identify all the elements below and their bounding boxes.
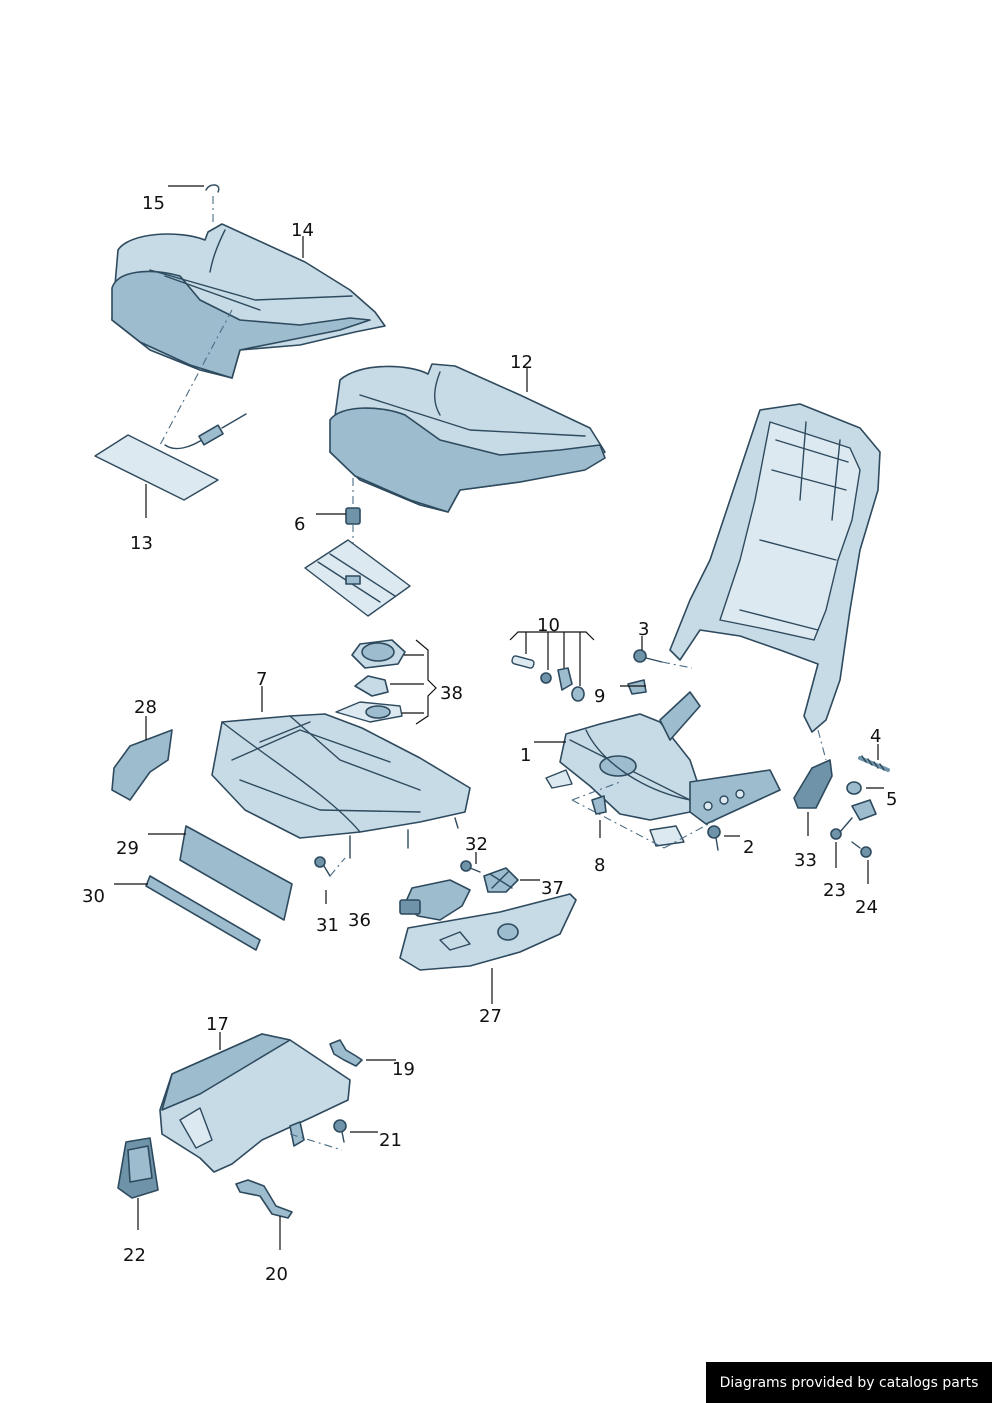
callout-38: 38 bbox=[440, 683, 463, 704]
part-36-switch[interactable] bbox=[399, 879, 471, 921]
part-7-seat-pan[interactable] bbox=[211, 713, 471, 859]
callout-37: 37 bbox=[541, 878, 564, 899]
callout-28: 28 bbox=[134, 697, 157, 718]
part-24-screw[interactable] bbox=[851, 841, 872, 858]
callout-1: 1 bbox=[520, 745, 531, 766]
callout-10: 10 bbox=[537, 615, 560, 636]
callout-23: 23 bbox=[823, 880, 846, 901]
callout-17: 17 bbox=[206, 1014, 229, 1035]
part-28-side-trim[interactable] bbox=[111, 729, 173, 801]
callout-9: 9 bbox=[594, 686, 605, 707]
callout-31: 31 bbox=[316, 915, 339, 936]
callout-2: 2 bbox=[743, 837, 754, 858]
part-17-storage-box[interactable] bbox=[159, 1033, 351, 1173]
part-30-strip[interactable] bbox=[145, 875, 261, 951]
part-13-heating-mat[interactable] bbox=[94, 413, 247, 501]
callout-24: 24 bbox=[855, 897, 878, 918]
callout-27: 27 bbox=[479, 1006, 502, 1027]
part-14-seat-cover[interactable] bbox=[111, 223, 386, 379]
callout-labels: 15 14 12 13 6 10 3 7 38 9 28 4 1 5 29 32… bbox=[82, 193, 897, 1285]
callout-6: 6 bbox=[294, 514, 305, 535]
part-12-seat-cushion[interactable] bbox=[329, 363, 606, 513]
callout-4: 4 bbox=[870, 726, 881, 747]
callout-36: 36 bbox=[348, 910, 371, 931]
callout-12: 12 bbox=[510, 352, 533, 373]
callout-29: 29 bbox=[116, 838, 139, 859]
callout-32: 32 bbox=[465, 834, 488, 855]
seat-rail-segment bbox=[304, 539, 411, 617]
part-31-screw[interactable] bbox=[314, 856, 331, 877]
part-4-spring[interactable] bbox=[858, 755, 890, 772]
backrest-frame bbox=[669, 403, 881, 733]
part-8-clip[interactable] bbox=[591, 795, 607, 815]
part-2-bolt[interactable] bbox=[707, 825, 721, 851]
part-9-clip[interactable] bbox=[627, 679, 647, 695]
callout-20: 20 bbox=[265, 1264, 288, 1285]
callout-22: 22 bbox=[123, 1245, 146, 1266]
callout-3: 3 bbox=[638, 619, 649, 640]
catalog-attribution-footer: Diagrams provided by catalogs parts bbox=[706, 1362, 992, 1403]
part-23-clamp[interactable] bbox=[830, 799, 877, 840]
callout-21: 21 bbox=[379, 1130, 402, 1151]
callout-7: 7 bbox=[256, 669, 267, 690]
callout-13: 13 bbox=[130, 533, 153, 554]
leader-lines bbox=[114, 185, 884, 1250]
part-22-cover[interactable] bbox=[117, 1137, 159, 1199]
part-3-bolt[interactable] bbox=[633, 649, 663, 663]
callout-14: 14 bbox=[291, 220, 314, 241]
callout-33: 33 bbox=[794, 850, 817, 871]
part-19-bracket[interactable] bbox=[329, 1039, 363, 1067]
part-32-screw[interactable] bbox=[460, 860, 481, 873]
part-27-side-panel[interactable] bbox=[399, 893, 577, 971]
part-1-seat-frame[interactable] bbox=[545, 691, 781, 847]
callout-30: 30 bbox=[82, 886, 105, 907]
callout-19: 19 bbox=[392, 1059, 415, 1080]
part-5-nut[interactable] bbox=[846, 781, 862, 795]
part-21-bolt[interactable] bbox=[333, 1119, 347, 1143]
callout-5: 5 bbox=[886, 789, 897, 810]
callout-15: 15 bbox=[142, 193, 165, 214]
part-20-bracket[interactable] bbox=[235, 1179, 293, 1219]
part-37-switch-knob[interactable] bbox=[483, 867, 519, 893]
part-10-pins[interactable] bbox=[511, 655, 585, 702]
callout-8: 8 bbox=[594, 855, 605, 876]
part-33-plate[interactable] bbox=[793, 759, 833, 809]
part-29-front-panel[interactable] bbox=[179, 825, 293, 921]
part-38-brackets[interactable] bbox=[335, 639, 406, 723]
part-6-plug[interactable] bbox=[345, 507, 361, 525]
part-15-clip[interactable] bbox=[205, 184, 220, 193]
